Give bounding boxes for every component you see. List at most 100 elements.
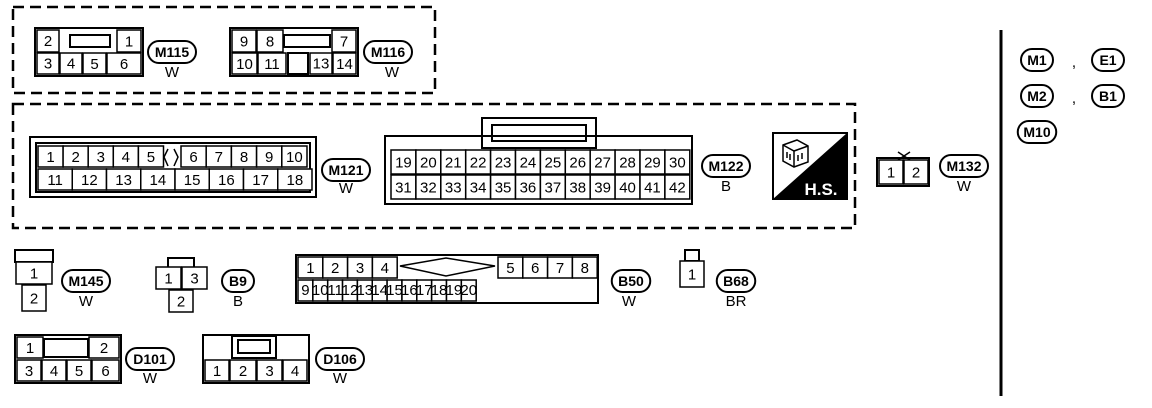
pin-cell (204, 359, 230, 382)
pin-cell (91, 359, 120, 382)
wire-color-m145: W (79, 293, 94, 310)
pin-cell (231, 29, 257, 53)
pin-number: 4 (291, 363, 299, 380)
reference-tag-e1: E1 (1091, 48, 1125, 72)
pin-number: 34 (470, 179, 487, 196)
pin-number: 2 (100, 340, 108, 357)
pin-number: 1 (125, 33, 133, 50)
pin-number: 12 (342, 282, 359, 299)
pin-cell (571, 256, 598, 279)
pin-number: 29 (644, 154, 661, 171)
pin-number: 22 (470, 154, 487, 171)
wire-color-d101: W (143, 370, 158, 387)
pin-number: 28 (619, 154, 636, 171)
pin-number: 1 (306, 260, 314, 277)
m132-housing (876, 157, 930, 187)
pin-number: 11 (47, 172, 63, 189)
pin-number: 14 (336, 56, 353, 73)
pin-cell (464, 174, 492, 200)
m116-housing (229, 27, 359, 77)
pin-number: 39 (594, 179, 611, 196)
pin-cell (440, 149, 467, 175)
pin-cell (256, 29, 284, 53)
pin-number: 15 (386, 282, 403, 299)
pin-number: 3 (97, 149, 105, 166)
connector-tag-m122: M122 (701, 154, 751, 178)
pin-cell (679, 260, 705, 288)
pin-number: 1 (30, 265, 38, 282)
pin-cell (309, 52, 333, 75)
pin-number: 13 (356, 282, 373, 299)
pin-number: 41 (644, 179, 661, 196)
pin-number: 14 (371, 282, 388, 299)
harness-connector-icon (782, 139, 809, 168)
m122-hood-slot (491, 124, 587, 142)
connector-tag-m115: M115 (147, 40, 197, 64)
dashed-group-middle (11, 102, 857, 230)
pin-number: 11 (327, 282, 343, 299)
pin-number: 3 (356, 260, 364, 277)
pin-cell (281, 145, 308, 168)
pin-cell (390, 174, 417, 200)
connector-tag-m122-text: M122 (708, 158, 743, 174)
pin-number: 23 (495, 154, 512, 171)
pin-number: 13 (313, 55, 330, 72)
pin-cell (36, 29, 60, 53)
m116-blank-cavity (287, 52, 309, 75)
pin-cell (66, 359, 92, 382)
connector-tag-b9: B9 (221, 269, 255, 293)
pin-cell (36, 52, 60, 75)
pin-cell (903, 159, 929, 185)
pin-number: 3 (44, 55, 52, 72)
d106-latch (231, 335, 277, 359)
connector-m145: 12 (15, 261, 53, 312)
pin-cell (332, 52, 357, 75)
pin-cell (464, 149, 492, 175)
reference-tag-m2: M2 (1020, 84, 1054, 108)
wire-color-m132: W (957, 178, 972, 195)
pin-cell (116, 29, 142, 53)
connector-tag-m121: M121 (321, 158, 371, 182)
reference-tag-m2-text: M2 (1027, 88, 1047, 104)
connector-tag-b9-text: B9 (229, 273, 247, 289)
reference-tag-m1-text: M1 (1027, 52, 1047, 68)
pin-cell (371, 256, 398, 279)
reference-tag-m10: M10 (1016, 120, 1058, 144)
pin-cell (440, 174, 467, 200)
pin-cell (664, 149, 691, 175)
pin-number: 2 (30, 290, 38, 307)
reference-separator: , (1072, 90, 1076, 107)
d106-latch-slot (237, 339, 271, 354)
pin-number: 6 (531, 260, 539, 277)
pin-number: 2 (71, 149, 79, 166)
pin-number: 2 (912, 164, 920, 181)
pin-number: 1 (688, 266, 696, 283)
connector-tag-d106: D106 (315, 347, 365, 371)
pin-number: 9 (265, 149, 273, 166)
pin-number: 2 (44, 33, 52, 50)
pin-number: 16 (218, 172, 235, 189)
pin-number: 10 (286, 149, 303, 166)
hs-label: H.S. (804, 180, 837, 199)
pin-number: 1 (46, 149, 54, 166)
pin-number: 1 (213, 363, 221, 380)
reference-tag-e1-text: E1 (1099, 52, 1116, 68)
reference-tag-m1: M1 (1020, 48, 1054, 72)
pin-cell (229, 359, 257, 382)
connector-tag-b50: B50 (610, 269, 652, 293)
reference-tag-b1-text: B1 (1099, 88, 1117, 104)
connector-tag-m145-text: M145 (68, 273, 103, 289)
pin-number: 5 (75, 363, 83, 380)
pin-cell (489, 149, 517, 175)
m116-latch (283, 34, 331, 48)
pin-number: 17 (416, 282, 433, 299)
connector-b68: 1 (679, 260, 705, 288)
pin-number: 25 (545, 154, 562, 171)
pin-number: 1 (164, 270, 172, 287)
pin-number: 7 (215, 149, 223, 166)
